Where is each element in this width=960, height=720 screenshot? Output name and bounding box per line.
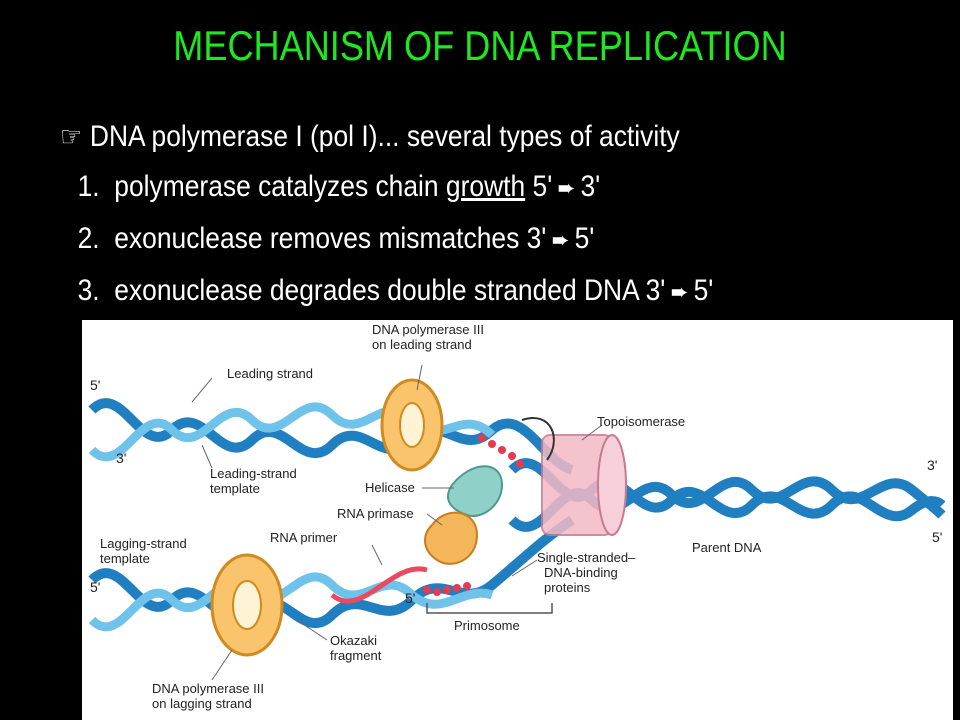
primosome-label: Primosome bbox=[454, 618, 520, 633]
topoisomerase-cylinder bbox=[541, 434, 627, 536]
topoisomerase-label: Topoisomerase bbox=[597, 414, 685, 429]
bullet-list: ☞DNA polymerase I (pol I)... several typ… bbox=[60, 112, 940, 318]
right-arrow-icon: ➨ bbox=[557, 175, 576, 202]
leading-strand-helix bbox=[88, 398, 575, 475]
rna-primase-label: RNA primase bbox=[337, 506, 414, 521]
ssb-label-2: DNA-binding bbox=[544, 565, 618, 580]
bullet-intro-text: DNA polymerase I (pol I)... several type… bbox=[89, 120, 680, 153]
bullet-end: 3' bbox=[580, 170, 601, 203]
pol-iii-lagging-ring bbox=[210, 553, 284, 657]
lagging-template-label-1: Lagging-strand bbox=[100, 536, 187, 551]
end-label-3-top: 3' bbox=[116, 450, 126, 466]
pol-iii-leading-ring bbox=[380, 378, 444, 472]
primosome-bracket bbox=[426, 603, 553, 614]
leader-lines bbox=[191, 364, 603, 681]
bullet-underlined-text: growth bbox=[445, 170, 526, 203]
leading-template-label-1: Leading-strand bbox=[210, 466, 297, 481]
primase-shape bbox=[424, 511, 479, 565]
pol3-leading-label-1: DNA polymerase III bbox=[372, 322, 484, 337]
lagging-template-label-2: template bbox=[100, 551, 150, 566]
bullet-text-post: 5' bbox=[525, 170, 553, 203]
bullet-item-1: 1. polymerase catalyzes chain growth 5'➨… bbox=[78, 162, 940, 214]
bullet-item-3: 3. exonuclease degrades double stranded … bbox=[78, 266, 940, 318]
end-label-5-right: 5' bbox=[932, 529, 942, 545]
end-label-5-top: 5' bbox=[90, 377, 100, 393]
pol3-lagging-label-1: DNA polymerase III bbox=[152, 681, 264, 696]
bullet-text: exonuclease degrades double stranded DNA… bbox=[114, 274, 666, 307]
lagging-strand-helix bbox=[88, 515, 575, 632]
helicase-shape bbox=[447, 465, 504, 517]
rna-primer-label: RNA primer bbox=[270, 530, 338, 545]
right-arrow-icon: ➨ bbox=[670, 279, 689, 306]
bullet-text: exonuclease removes mismatches 3' bbox=[114, 222, 547, 255]
ssb-label-3: proteins bbox=[544, 580, 591, 595]
pol3-lagging-label-2: on lagging strand bbox=[152, 696, 252, 711]
pol3-leading-label-2: on leading strand bbox=[372, 337, 472, 352]
pointing-hand-icon: ☞ bbox=[60, 121, 83, 152]
leading-strand-label: Leading strand bbox=[227, 366, 313, 381]
slide-title: MECHANISM OF DNA REPLICATION bbox=[173, 22, 787, 69]
parent-dna-label: Parent DNA bbox=[692, 540, 762, 555]
bullet-number: 1. bbox=[77, 170, 100, 203]
end-label-5-mid: 5' bbox=[405, 590, 415, 606]
helicase-label: Helicase bbox=[365, 480, 415, 495]
rotation-arrow-icon bbox=[521, 417, 555, 461]
bullet-end: 5' bbox=[574, 222, 595, 255]
end-label-3-right: 3' bbox=[927, 457, 937, 473]
ssb-protein-dots bbox=[423, 434, 524, 596]
bullet-intro: ☞DNA polymerase I (pol I)... several typ… bbox=[60, 112, 940, 162]
bullet-end: 5' bbox=[693, 274, 714, 307]
bullet-text: polymerase catalyzes chain bbox=[114, 170, 446, 203]
leading-template-label-2: template bbox=[210, 481, 260, 496]
ssb-label-1: Single-stranded– bbox=[537, 550, 636, 565]
bullet-item-2: 2. exonuclease removes mismatches 3'➨5' bbox=[78, 214, 940, 266]
okazaki-label-2: fragment bbox=[330, 648, 382, 663]
right-arrow-icon: ➨ bbox=[551, 227, 570, 254]
replication-fork-figure: DNA polymerase III on leading strand Lea… bbox=[82, 320, 953, 720]
bullet-number: 2. bbox=[77, 222, 100, 255]
okazaki-label-1: Okazaki bbox=[330, 633, 377, 648]
end-label-5-lag: 5' bbox=[90, 579, 100, 595]
replication-fork-diagram: DNA polymerase III on leading strand Lea… bbox=[88, 322, 946, 711]
bullet-number: 3. bbox=[77, 274, 100, 307]
